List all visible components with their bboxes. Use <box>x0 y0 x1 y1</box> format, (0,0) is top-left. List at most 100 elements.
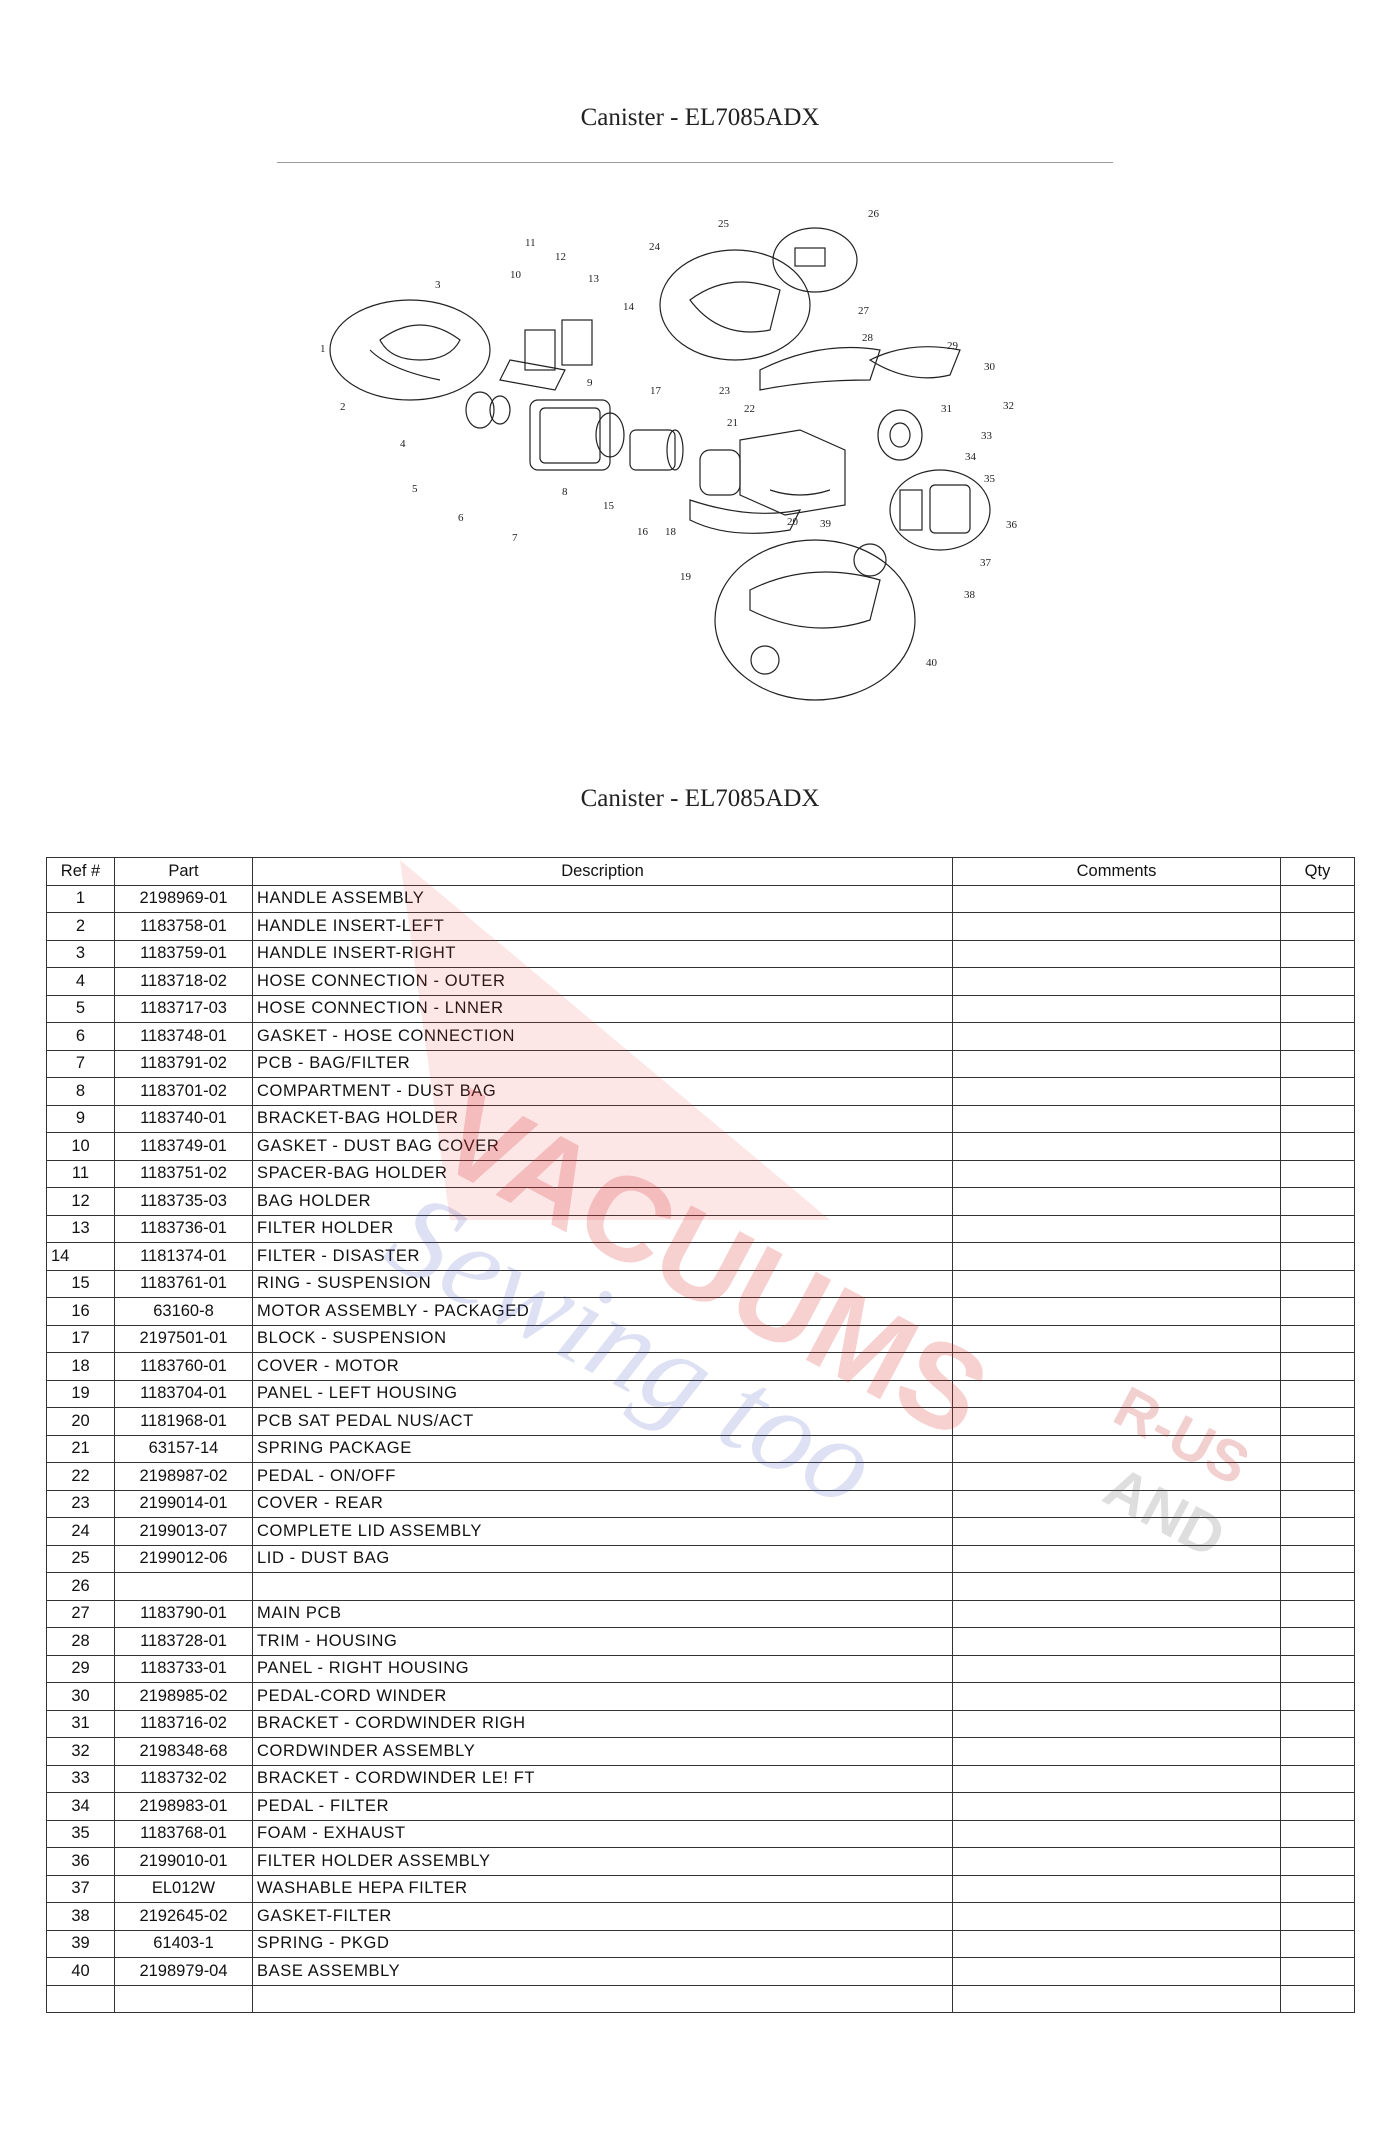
svg-text:12: 12 <box>555 251 566 263</box>
ring-suspension-part <box>595 412 625 458</box>
foam-exhaust-part <box>899 489 923 531</box>
comments-cell <box>952 967 1281 996</box>
qty-cell <box>1280 1379 1355 1408</box>
qty-cell <box>1280 1847 1355 1876</box>
ref-cell: 11 <box>46 1159 115 1188</box>
ref-cell: 32 <box>46 1737 115 1766</box>
main-pcb-part <box>794 247 826 267</box>
description-cell: BRACKET - CORDWINDER LE! FT <box>252 1764 953 1793</box>
svg-text:4: 4 <box>400 438 406 450</box>
part-number-cell: 1183751-02 <box>114 1159 253 1188</box>
description-cell: COVER - MOTOR <box>252 1352 953 1381</box>
filter-group-outline <box>889 469 991 551</box>
description-cell <box>252 1984 953 2013</box>
comments-cell <box>952 1489 1281 1518</box>
handle-part <box>379 324 461 361</box>
pcb-group-outline <box>772 227 858 293</box>
part-number-cell: 1183749-01 <box>114 1132 253 1161</box>
col-header-description: Description <box>252 857 953 886</box>
qty-cell <box>1280 1214 1355 1243</box>
svg-text:29: 29 <box>947 340 959 352</box>
col-header-qty: Qty <box>1280 857 1355 886</box>
col-header-ref: Ref # <box>46 857 115 886</box>
svg-text:34: 34 <box>965 451 977 463</box>
qty-cell <box>1280 1022 1355 1051</box>
right-panel-part <box>868 346 961 379</box>
description-cell: PANEL - RIGHT HOUSING <box>252 1654 953 1683</box>
comments-cell <box>952 1517 1281 1546</box>
ref-cell: 2 <box>46 912 115 941</box>
description-cell: PCB SAT PEDAL NUS/ACT <box>252 1407 953 1436</box>
description-cell: WASHABLE HEPA FILTER <box>252 1874 953 1903</box>
qty-cell <box>1280 1407 1355 1436</box>
description-cell: GASKET-FILTER <box>252 1902 953 1931</box>
svg-text:37: 37 <box>980 557 992 569</box>
comments-cell <box>952 1737 1281 1766</box>
part-number-cell: 2199010-01 <box>114 1847 253 1876</box>
ref-cell: 28 <box>46 1627 115 1656</box>
ref-cell: 10 <box>46 1132 115 1161</box>
description-cell: GASKET - DUST BAG COVER <box>252 1132 953 1161</box>
hose-connection-part <box>465 391 495 429</box>
part-number-cell <box>114 1984 253 2013</box>
svg-text:32: 32 <box>1003 400 1014 412</box>
description-cell: SPRING - PKGD <box>252 1929 953 1958</box>
table-title: Canister - EL7085ADX <box>580 785 820 812</box>
part-number-cell: 1183760-01 <box>114 1352 253 1381</box>
qty-cell <box>1280 1984 1355 2013</box>
part-number-cell: 63160-8 <box>114 1297 253 1326</box>
comments-cell <box>952 1049 1281 1078</box>
ref-cell: 19 <box>46 1379 115 1408</box>
col-header-part: Part <box>114 857 253 886</box>
ref-cell: 27 <box>46 1599 115 1628</box>
svg-text:26: 26 <box>868 208 880 220</box>
ref-cell: 34 <box>46 1792 115 1821</box>
qty-cell <box>1280 1682 1355 1711</box>
svg-text:24: 24 <box>649 241 661 253</box>
ref-cell: 22 <box>46 1462 115 1491</box>
table-row <box>46 1984 1355 2013</box>
svg-text:10: 10 <box>510 269 522 281</box>
qty-cell <box>1280 1929 1355 1958</box>
part-number-cell: 1183791-02 <box>114 1049 253 1078</box>
svg-text:17: 17 <box>650 385 662 397</box>
description-cell: FILTER HOLDER <box>252 1214 953 1243</box>
part-number-cell: 1183740-01 <box>114 1104 253 1133</box>
svg-text:40: 40 <box>926 657 938 669</box>
hepa-filter-part <box>929 484 971 534</box>
part-number-cell: 2199014-01 <box>114 1489 253 1518</box>
ref-cell: 30 <box>46 1682 115 1711</box>
part-number-cell: 1183718-02 <box>114 967 253 996</box>
description-cell: HOSE CONNECTION - LNNER <box>252 994 953 1023</box>
part-number-cell: 2198983-01 <box>114 1792 253 1821</box>
part-number-cell: 2198987-02 <box>114 1462 253 1491</box>
ref-cell: 20 <box>46 1407 115 1436</box>
part-number-cell: 1183728-01 <box>114 1627 253 1656</box>
qty-cell <box>1280 1599 1355 1628</box>
ref-cell: 18 <box>46 1352 115 1381</box>
part-number-cell: 1183717-03 <box>114 994 253 1023</box>
ref-cell: 31 <box>46 1709 115 1738</box>
svg-text:1: 1 <box>320 343 326 355</box>
qty-cell <box>1280 1242 1355 1271</box>
part-number-cell: 2198348-68 <box>114 1737 253 1766</box>
svg-text:27: 27 <box>858 305 870 317</box>
comments-cell <box>952 1077 1281 1106</box>
comments-cell <box>952 1544 1281 1573</box>
qty-cell <box>1280 1819 1355 1848</box>
qty-cell <box>1280 1737 1355 1766</box>
description-cell: LID - DUST BAG <box>252 1544 953 1573</box>
svg-text:36: 36 <box>1006 519 1018 531</box>
table-row: 26 <box>46 1572 1355 1601</box>
comments-cell <box>952 1242 1281 1271</box>
